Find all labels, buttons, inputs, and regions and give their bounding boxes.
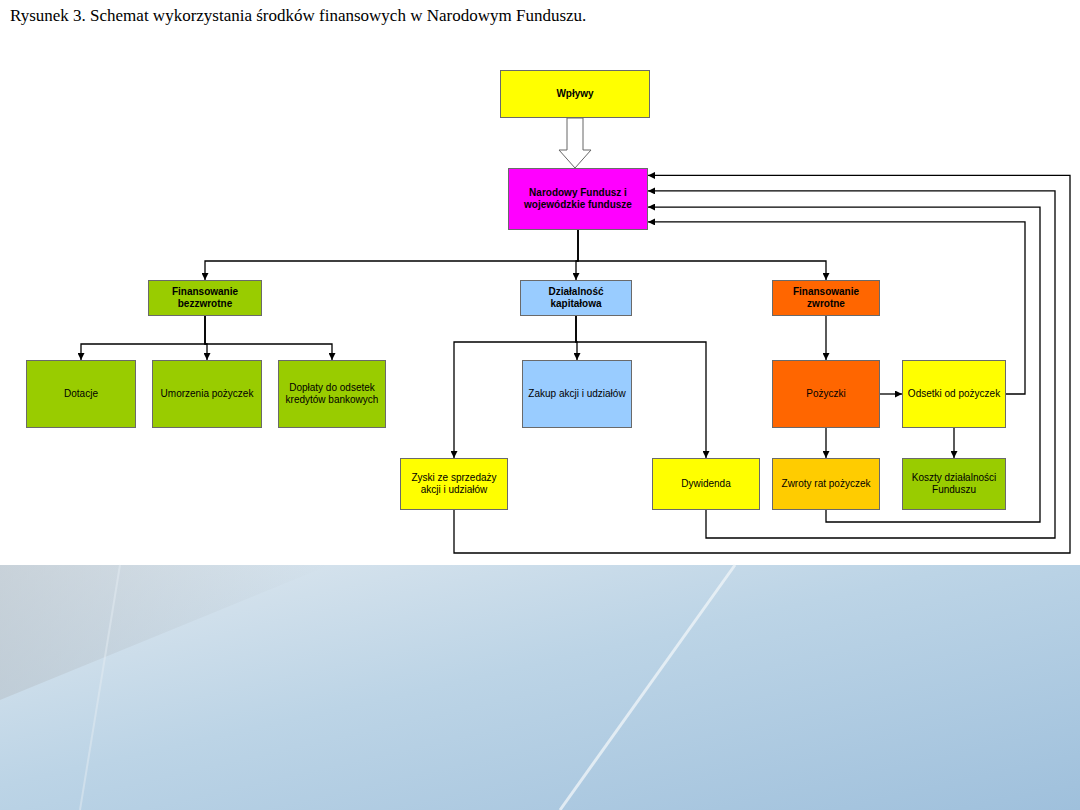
flow-arrow <box>578 230 826 280</box>
process-box: Zwroty rat pożyczek <box>772 458 880 510</box>
node-label: Pożyczki <box>777 388 875 400</box>
node-label: Dywidenda <box>657 478 755 490</box>
node-label: Odsetki od pożyczek <box>907 388 1001 400</box>
process-box: Narodowy Fundusz i wojewódzkie fundusze <box>508 168 648 230</box>
figure-title: Rysunek 3. Schemat wykorzystania środków… <box>10 6 586 26</box>
flow-arrow <box>648 207 1040 522</box>
background-streak <box>80 565 120 810</box>
process-box: Koszty działalności Funduszu <box>902 458 1006 510</box>
background-shade <box>0 565 330 700</box>
process-box: Finansowanie zwrotne <box>772 280 880 316</box>
flow-arrow <box>454 175 1070 553</box>
flow-arrow <box>205 230 578 280</box>
process-box: Zakup akcji i udziałów <box>522 360 632 428</box>
process-box: Umorzenia pożyczek <box>152 360 262 428</box>
process-box: Finansowanie bezzwrotne <box>148 280 262 316</box>
process-box: Odsetki od pożyczek <box>902 360 1006 428</box>
node-label: Finansowanie bezzwrotne <box>153 286 257 310</box>
flow-arrow <box>953 428 954 458</box>
process-box: Dywidenda <box>652 458 760 510</box>
node-label: Koszty działalności Funduszu <box>907 472 1001 496</box>
node-label: Zakup akcji i udziałów <box>527 388 627 400</box>
process-box: Wpływy <box>500 70 650 118</box>
node-label: Narodowy Fundusz i wojewódzkie fundusze <box>513 187 643 211</box>
process-box: Zyski ze sprzedaży akcji i udziałów <box>400 458 508 510</box>
process-box: Dopłaty do odsetek kredytów bankowych <box>278 360 386 428</box>
background-photo <box>0 565 1080 810</box>
node-label: Finansowanie zwrotne <box>777 286 875 310</box>
process-box: Dotacje <box>26 360 136 428</box>
flow-arrow <box>648 191 1055 538</box>
block-arrow <box>559 118 591 168</box>
flow-arrow <box>880 393 902 394</box>
node-label: Zwroty rat pożyczek <box>777 478 875 490</box>
process-box: Działalność kapitałowa <box>520 280 632 316</box>
flow-arrow <box>825 428 826 458</box>
process-box: Pożyczki <box>772 360 880 428</box>
node-label: Działalność kapitałowa <box>525 286 627 310</box>
node-label: Zyski ze sprzedaży akcji i udziałów <box>405 472 503 496</box>
node-label: Dotacje <box>31 388 131 400</box>
background-streak <box>560 565 735 810</box>
flow-arrow <box>205 316 332 360</box>
node-label: Umorzenia pożyczek <box>157 388 257 400</box>
node-label: Dopłaty do odsetek kredytów bankowych <box>283 382 381 406</box>
flow-arrow <box>81 316 205 360</box>
node-label: Wpływy <box>505 88 645 100</box>
flow-arrow <box>825 316 826 360</box>
